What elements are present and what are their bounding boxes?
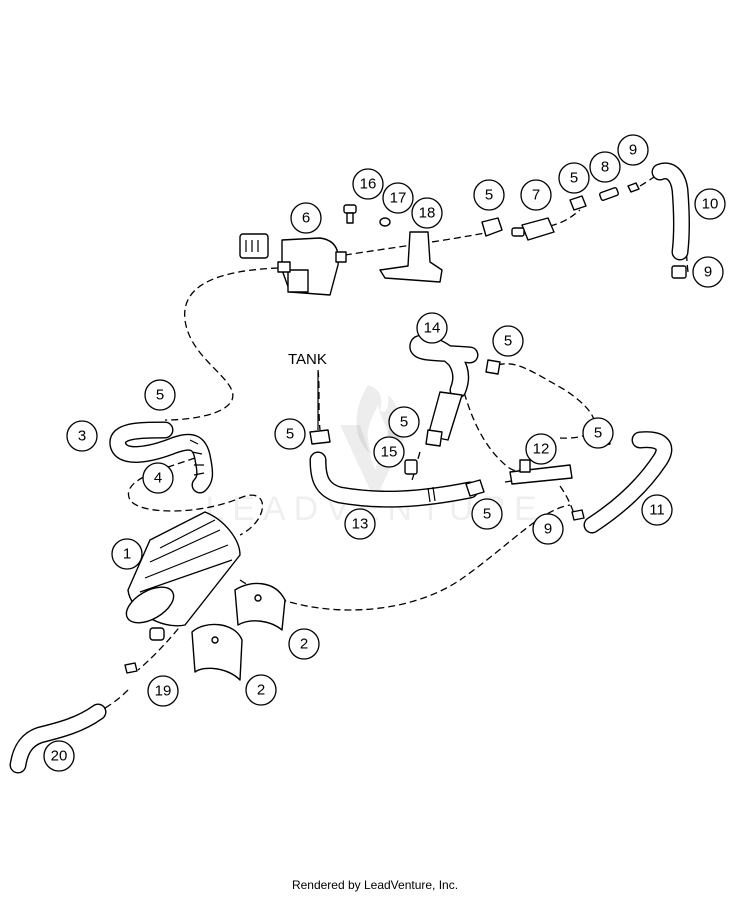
callout-17[interactable]: 17 (382, 182, 414, 214)
svg-text:1: 1 (123, 546, 131, 563)
svg-text:20: 20 (51, 748, 68, 765)
callout-5[interactable]: 5 (492, 325, 524, 357)
callout-15[interactable]: 15 (373, 436, 405, 468)
callout-5[interactable]: 5 (558, 162, 590, 194)
svg-text:5: 5 (483, 506, 491, 523)
callout-16[interactable]: 16 (352, 168, 384, 200)
clamp-5-tank (309, 429, 331, 445)
clamp-5-lower (465, 479, 485, 497)
callout-6[interactable]: 6 (290, 202, 322, 234)
svg-text:18: 18 (419, 205, 436, 222)
svg-text:2: 2 (257, 682, 265, 699)
hose-13 (309, 451, 479, 508)
bracket-18 (379, 231, 443, 283)
callout-13[interactable]: 13 (344, 508, 376, 540)
purge-valve (239, 233, 347, 296)
svg-text:6: 6 (302, 210, 310, 227)
cap-9 (671, 265, 687, 279)
callout-7[interactable]: 7 (520, 179, 552, 211)
svg-text:16: 16 (360, 176, 377, 193)
hose-14 (409, 334, 479, 399)
svg-text:5: 5 (400, 414, 408, 431)
svg-text:14: 14 (424, 320, 441, 337)
svg-text:10: 10 (702, 196, 719, 213)
clip-19 (124, 662, 138, 674)
svg-text:19: 19 (155, 683, 172, 700)
charcoal-canister (125, 511, 241, 641)
hose-3 (109, 421, 214, 494)
screw-16 (343, 204, 357, 224)
clamp-5-right (485, 359, 501, 375)
svg-text:5: 5 (504, 333, 512, 350)
bracket-2-lower (191, 623, 243, 681)
svg-text:9: 9 (629, 142, 637, 159)
tee-fitting-12 (509, 459, 573, 485)
callout-11[interactable]: 11 (641, 494, 673, 526)
callout-20[interactable]: 20 (43, 740, 75, 772)
hose-20 (9, 703, 107, 774)
svg-text:5: 5 (156, 387, 164, 404)
callout-19[interactable]: 19 (147, 675, 179, 707)
callout-2[interactable]: 2 (288, 628, 320, 660)
svg-text:12: 12 (533, 441, 550, 458)
svg-text:2: 2 (300, 636, 308, 653)
connector-7 (511, 217, 555, 241)
callout-8[interactable]: 8 (589, 151, 621, 183)
callout-9[interactable]: 9 (532, 513, 564, 545)
clip-9-lower (571, 509, 585, 521)
svg-text:11: 11 (649, 502, 665, 519)
callout-18[interactable]: 18 (411, 197, 443, 229)
svg-text:5: 5 (594, 425, 602, 442)
clamp-5-upper-a (481, 217, 503, 237)
washer-17 (379, 217, 391, 227)
svg-text:5: 5 (485, 187, 493, 204)
callout-3[interactable]: 3 (66, 420, 98, 452)
callout-5[interactable]: 5 (274, 418, 306, 450)
clip-9-upper (627, 182, 640, 193)
callout-5[interactable]: 5 (144, 379, 176, 411)
connector-8 (599, 187, 619, 201)
svg-text:9: 9 (544, 521, 552, 538)
svg-text:3: 3 (78, 428, 86, 445)
svg-text:13: 13 (352, 516, 369, 533)
callout-1[interactable]: 1 (111, 538, 143, 570)
callout-14[interactable]: 14 (416, 312, 448, 344)
svg-text:5: 5 (570, 170, 578, 187)
valve-15 (404, 391, 463, 475)
callout-10[interactable]: 10 (694, 188, 726, 220)
svg-text:17: 17 (390, 190, 407, 207)
callout-5[interactable]: 5 (388, 406, 420, 438)
callout-9[interactable]: 9 (617, 134, 649, 166)
svg-text:5: 5 (286, 426, 294, 443)
callout-5[interactable]: 5 (582, 417, 614, 449)
hose-10 (651, 162, 690, 261)
clamp-5-upper-b (569, 195, 587, 211)
callout-2[interactable]: 2 (245, 674, 277, 706)
footer-credit: Rendered by LeadVenture, Inc. (291, 878, 459, 892)
svg-text:15: 15 (381, 444, 398, 461)
callout-4[interactable]: 4 (142, 462, 174, 494)
bracket-2-upper (234, 582, 286, 631)
svg-text:9: 9 (704, 264, 712, 281)
tank-label: TANK (288, 351, 327, 368)
hose-11 (583, 431, 673, 534)
svg-text:7: 7 (532, 187, 540, 204)
callout-5[interactable]: 5 (471, 498, 503, 530)
svg-text:4: 4 (154, 470, 162, 487)
callout-9[interactable]: 9 (692, 256, 724, 288)
svg-text:8: 8 (601, 159, 609, 176)
callout-12[interactable]: 12 (525, 433, 557, 465)
callout-5[interactable]: 5 (473, 179, 505, 211)
clamp-5-mid (425, 429, 443, 447)
